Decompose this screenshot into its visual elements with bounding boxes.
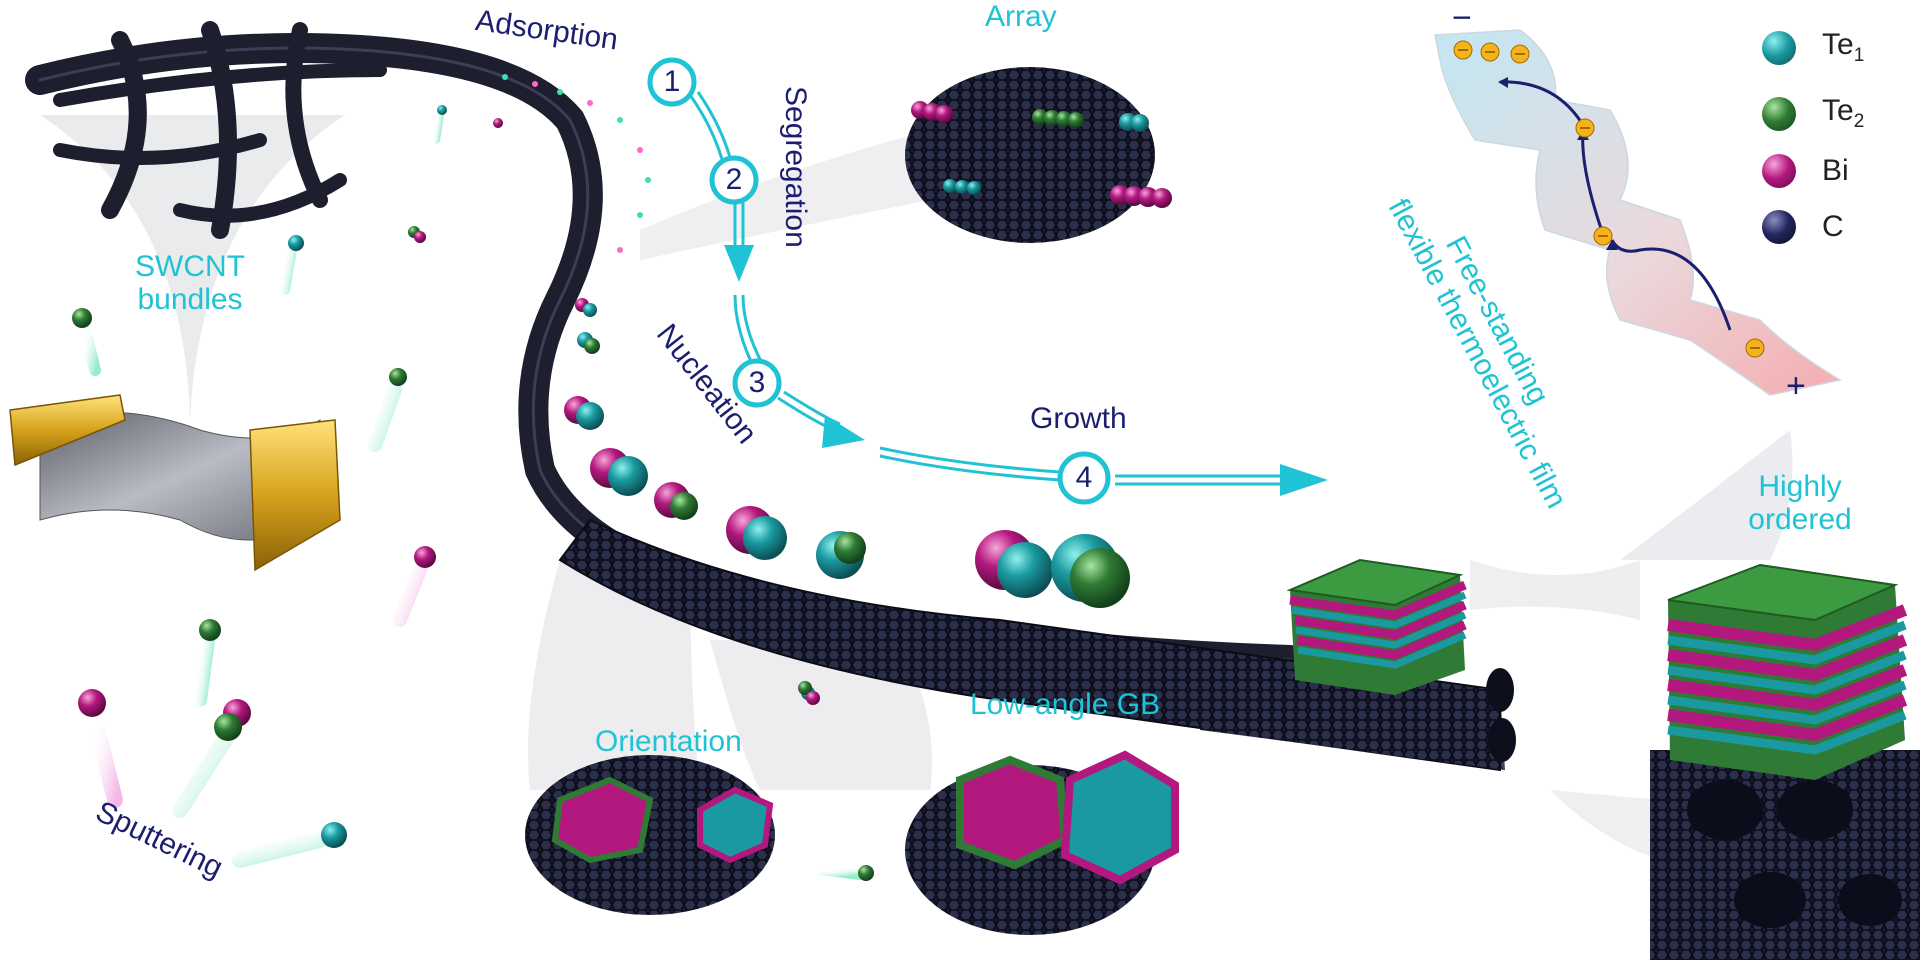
legend-item-bi: Bi <box>1762 154 1849 188</box>
large-crystal <box>1286 558 1467 695</box>
legend-bi-element: Bi <box>1822 154 1849 187</box>
label-low-angle-gb: Low-angle GB <box>970 688 1161 721</box>
sputtered-atoms <box>72 105 874 881</box>
label-swcnt-bundles: SWCNT bundles <box>120 250 260 316</box>
callout-cones <box>40 115 1793 860</box>
step-circles <box>647 57 1111 505</box>
nanotube-bundle <box>558 518 1516 772</box>
highly-ordered-crystal <box>1650 563 1920 960</box>
label-orientation: Orientation <box>595 725 742 758</box>
film-plus-sign: + <box>1786 367 1806 405</box>
te1-atom-icon <box>1762 30 1796 65</box>
legend-te1-subscript: 1 <box>1853 45 1865 66</box>
film-minus-sign: − <box>1452 0 1472 37</box>
legend-te2-element: Te <box>1822 94 1854 127</box>
nucleation-clusters <box>564 298 1130 608</box>
legend-te2-subscript: 2 <box>1853 111 1865 132</box>
process-arrowheads <box>724 245 1328 496</box>
thermoelectric-film <box>1434 29 1843 396</box>
label-growth: Growth <box>1030 402 1127 435</box>
bi-atom-icon <box>1762 154 1796 188</box>
step-number-2: 2 <box>725 163 743 196</box>
label-array: Array <box>985 0 1057 33</box>
step-number-3: 3 <box>748 366 766 399</box>
legend-item-c: C <box>1762 210 1844 244</box>
orientation-magnifier <box>525 755 775 915</box>
adsorbed-atoms <box>502 74 651 253</box>
electron-icons <box>1453 40 1765 358</box>
array-magnifier <box>905 67 1172 243</box>
substrate-with-electrodes <box>9 394 341 572</box>
low-angle-gb-magnifier <box>905 750 1179 935</box>
step-number-4: 4 <box>1075 461 1093 494</box>
step-number-1: 1 <box>663 65 681 98</box>
label-highly-line2: ordered <box>1748 503 1852 536</box>
label-swcnt-line1: SWCNT <box>135 250 245 283</box>
label-swcnt-line2: bundles <box>137 283 243 316</box>
c-atom-icon <box>1762 210 1796 244</box>
te2-atom-icon <box>1762 96 1796 131</box>
legend-item-te1: Te1 <box>1762 28 1864 67</box>
legend-te1-element: Te <box>1822 28 1854 61</box>
label-segregation: Segregation <box>779 86 812 248</box>
label-highly-line1: Highly <box>1758 470 1842 503</box>
legend-item-te2: Te2 <box>1762 94 1864 133</box>
label-highly-ordered: Highly ordered <box>1735 470 1865 536</box>
legend-c-element: C <box>1822 210 1844 243</box>
